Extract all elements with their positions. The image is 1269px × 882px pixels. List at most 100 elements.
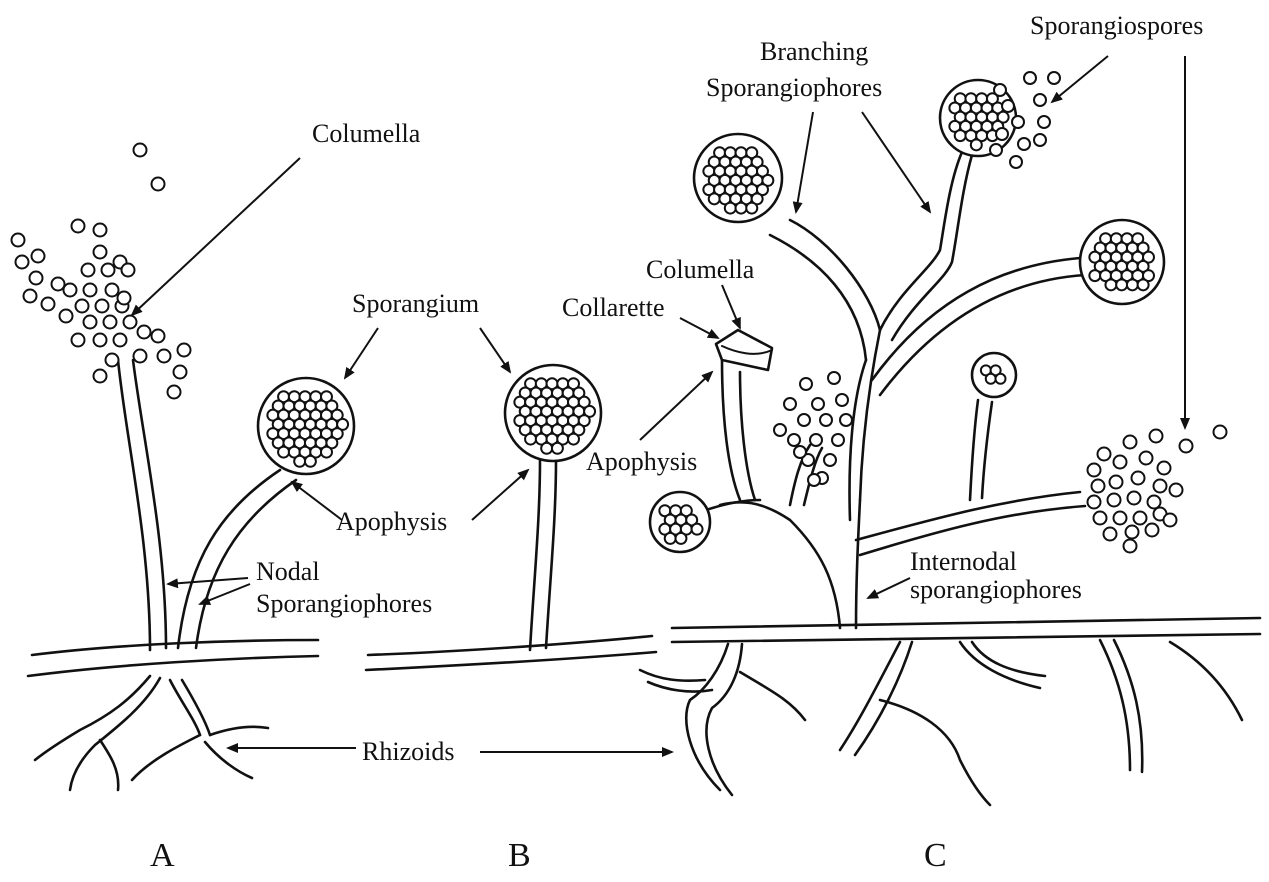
spore bbox=[709, 193, 720, 204]
arrow-nodal-1 bbox=[168, 578, 248, 584]
spore bbox=[800, 378, 812, 390]
panel-a-figure bbox=[12, 144, 355, 791]
panel-letter-a: A bbox=[150, 837, 175, 874]
spore bbox=[1124, 436, 1137, 449]
spore bbox=[122, 264, 135, 277]
spore bbox=[138, 326, 151, 339]
spore bbox=[1114, 512, 1127, 525]
spore bbox=[60, 310, 73, 323]
spore bbox=[152, 178, 165, 191]
arrow-branching-1 bbox=[796, 112, 813, 212]
spore bbox=[812, 398, 824, 410]
spore bbox=[774, 424, 786, 436]
spore bbox=[725, 203, 736, 214]
spore bbox=[1048, 72, 1060, 84]
label-collarette: Collarette bbox=[562, 293, 665, 322]
label-columella-c: Columella bbox=[646, 255, 755, 284]
spore bbox=[955, 130, 966, 141]
panel-letters: A B C bbox=[150, 837, 947, 874]
spore bbox=[1038, 116, 1050, 128]
spore bbox=[64, 284, 77, 297]
arrow-branching-2 bbox=[862, 112, 930, 212]
label-apophysis-ab: Apophysis bbox=[336, 507, 447, 536]
spore bbox=[1158, 462, 1171, 475]
spore bbox=[1088, 496, 1101, 509]
label-sporangiospores: Sporangiospores bbox=[1030, 11, 1203, 40]
spore bbox=[784, 398, 796, 410]
spore bbox=[158, 350, 171, 363]
spore bbox=[808, 474, 820, 486]
label-sporangiophores-nodal: Sporangiophores bbox=[256, 589, 432, 618]
spore bbox=[552, 443, 563, 454]
spore bbox=[1128, 492, 1141, 505]
spore bbox=[568, 434, 579, 445]
label-rhizoids: Rhizoids bbox=[362, 737, 454, 766]
label-sporangiophores-internodal: sporangiophores bbox=[910, 575, 1082, 604]
spore bbox=[82, 264, 95, 277]
spore bbox=[1170, 484, 1183, 497]
spore bbox=[1114, 456, 1127, 469]
spore bbox=[118, 292, 131, 305]
spore bbox=[736, 203, 747, 214]
spore bbox=[692, 524, 703, 535]
label-sporangiophores-branching: Sporangiophores bbox=[706, 73, 882, 102]
spore bbox=[996, 374, 1006, 384]
spore bbox=[1138, 279, 1149, 290]
spore bbox=[76, 300, 89, 313]
spore bbox=[1140, 452, 1153, 465]
spore bbox=[16, 256, 29, 269]
columella-a-spores bbox=[12, 144, 191, 399]
arrow-internodal bbox=[868, 578, 910, 598]
spore bbox=[106, 354, 119, 367]
spore bbox=[996, 128, 1008, 140]
spore bbox=[1108, 494, 1121, 507]
arrow-apophysis-a bbox=[292, 482, 342, 520]
spore bbox=[1092, 480, 1105, 493]
spore bbox=[1154, 480, 1167, 493]
spore bbox=[1010, 156, 1022, 168]
spore bbox=[174, 366, 187, 379]
spore bbox=[1127, 279, 1138, 290]
spore bbox=[96, 300, 109, 313]
spore bbox=[1104, 528, 1117, 541]
spore bbox=[1018, 138, 1030, 150]
spore bbox=[72, 220, 85, 233]
spore bbox=[794, 446, 806, 458]
spore bbox=[106, 284, 119, 297]
spore bbox=[1088, 464, 1101, 477]
arrow-apophysis-c bbox=[640, 372, 712, 440]
spore bbox=[305, 456, 316, 467]
spore bbox=[1024, 72, 1036, 84]
spore bbox=[30, 272, 43, 285]
spore bbox=[42, 298, 55, 311]
arrow-apophysis-b bbox=[472, 470, 528, 520]
spore bbox=[134, 350, 147, 363]
panel-c-figure bbox=[640, 72, 1260, 805]
spore bbox=[1124, 540, 1137, 553]
spore bbox=[278, 447, 289, 458]
spore bbox=[1214, 426, 1227, 439]
spore bbox=[798, 414, 810, 426]
spore bbox=[810, 434, 822, 446]
spore bbox=[72, 334, 85, 347]
spore bbox=[986, 374, 996, 384]
spore bbox=[541, 443, 552, 454]
arrow-collarette bbox=[680, 318, 718, 338]
spore bbox=[84, 316, 97, 329]
spore bbox=[52, 278, 65, 291]
label-sporangium: Sporangium bbox=[352, 289, 479, 318]
spore bbox=[32, 250, 45, 263]
spore bbox=[1002, 100, 1014, 112]
spore bbox=[94, 224, 107, 237]
spore bbox=[832, 434, 844, 446]
spore bbox=[102, 264, 115, 277]
spore bbox=[525, 434, 536, 445]
spore bbox=[1089, 270, 1100, 281]
spore bbox=[1150, 430, 1163, 443]
spore bbox=[1132, 472, 1145, 485]
spore bbox=[990, 144, 1002, 156]
spore bbox=[665, 533, 676, 544]
spore bbox=[836, 394, 848, 406]
